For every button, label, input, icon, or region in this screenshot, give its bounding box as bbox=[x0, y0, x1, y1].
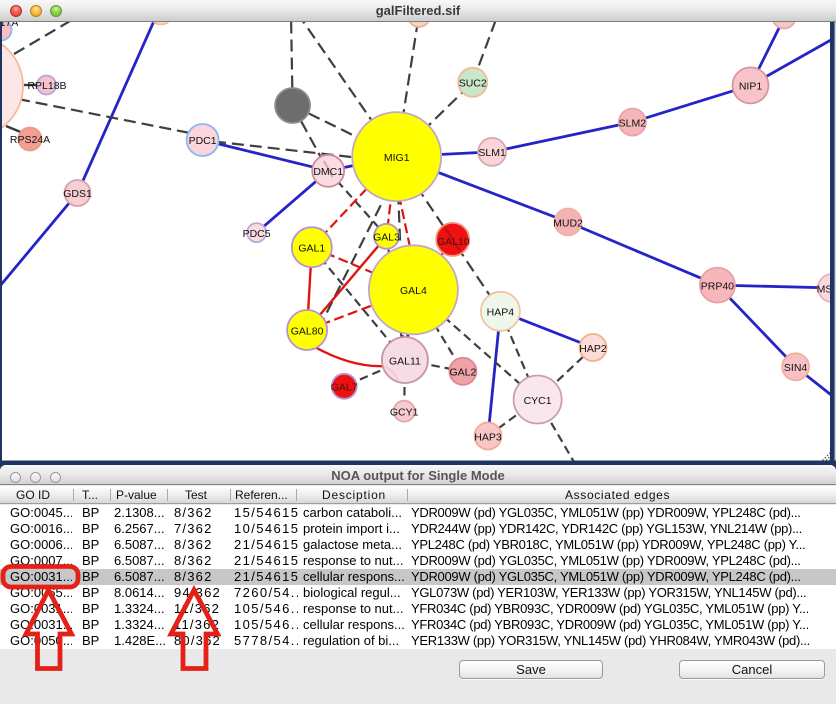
svg-text:GAL10: GAL10 bbox=[437, 236, 470, 248]
svg-text:SUC2: SUC2 bbox=[459, 78, 487, 90]
svg-text:GAL4: GAL4 bbox=[400, 285, 427, 297]
svg-text:PDC1: PDC1 bbox=[189, 135, 217, 147]
svg-text:HAP4: HAP4 bbox=[487, 307, 515, 319]
svg-text:HAP3: HAP3 bbox=[474, 432, 502, 444]
svg-text:GAL3: GAL3 bbox=[373, 232, 400, 244]
svg-text:MUD2: MUD2 bbox=[553, 218, 583, 230]
svg-text:RPL18B: RPL18B bbox=[27, 80, 66, 92]
svg-text:HAP2: HAP2 bbox=[579, 343, 607, 355]
svg-text:PRP40: PRP40 bbox=[701, 281, 734, 293]
svg-text:GAL11: GAL11 bbox=[389, 356, 421, 368]
svg-text:PDC5: PDC5 bbox=[243, 228, 271, 240]
svg-text:SLM2: SLM2 bbox=[619, 118, 647, 130]
svg-text:17A: 17A bbox=[0, 17, 18, 29]
svg-text:SIN4: SIN4 bbox=[784, 362, 808, 374]
svg-text:GCY1: GCY1 bbox=[390, 407, 419, 419]
svg-text:MIG1: MIG1 bbox=[384, 152, 410, 164]
svg-text:GDS1: GDS1 bbox=[63, 188, 92, 200]
svg-text:CYC1: CYC1 bbox=[524, 395, 552, 407]
svg-text:SLM1: SLM1 bbox=[478, 147, 506, 159]
svg-text:GAL80: GAL80 bbox=[291, 326, 324, 338]
svg-text:RPS24A: RPS24A bbox=[10, 134, 50, 146]
svg-text:DMC1: DMC1 bbox=[313, 166, 343, 178]
svg-text:GAL1: GAL1 bbox=[298, 243, 325, 255]
svg-text:NIP1: NIP1 bbox=[739, 81, 763, 93]
svg-text:MSI: MSI bbox=[817, 284, 836, 296]
svg-text:GAL7: GAL7 bbox=[331, 382, 358, 394]
svg-text:GAL2: GAL2 bbox=[449, 367, 476, 379]
